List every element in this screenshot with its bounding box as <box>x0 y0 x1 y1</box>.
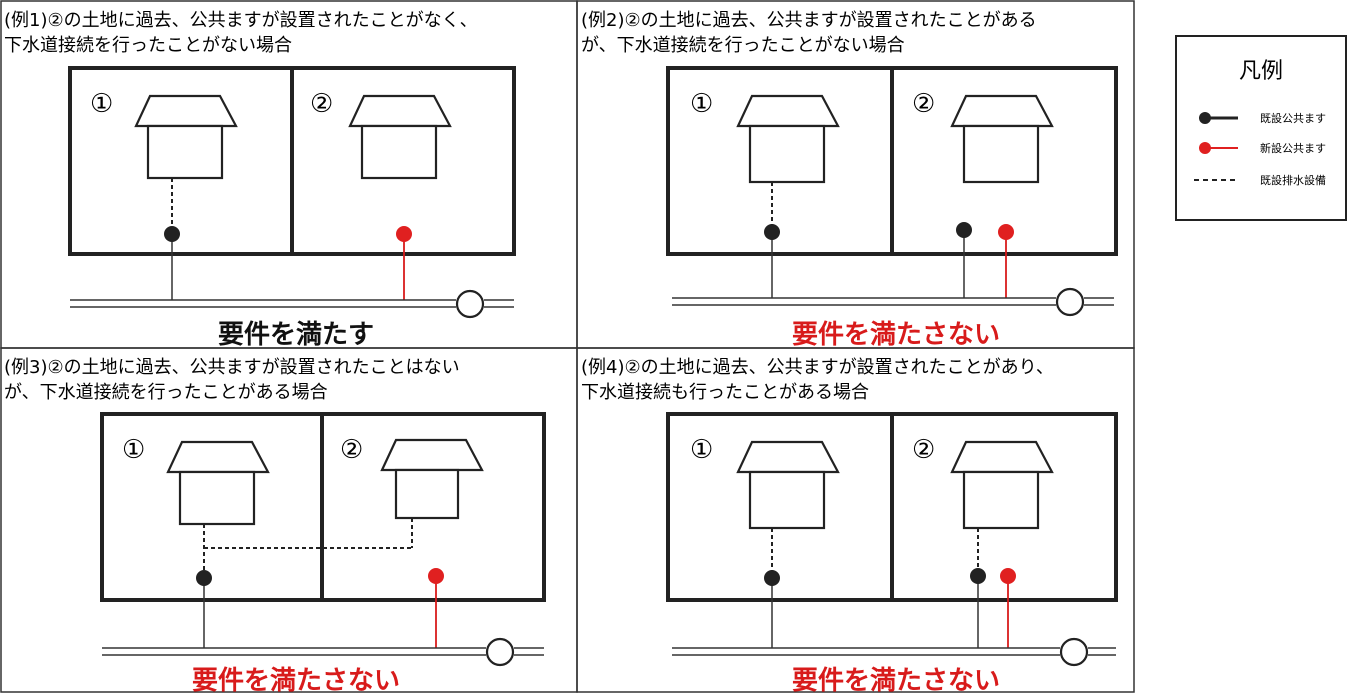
panel-title-line1: (例4)②の土地に過去、公共ますが設置されたことがあり、 <box>581 357 1054 378</box>
result-label: 要件を満たさない <box>192 666 400 693</box>
panel-title-line2: 下水道接続も行ったことがある場合 <box>581 382 869 403</box>
legend-box: 凡例 既設公共ます 新設公共ます 既設排水設備 <box>1175 35 1347 221</box>
lot-2-label: ② <box>310 89 333 119</box>
house-lot-2-icon <box>348 94 452 180</box>
legend-item-drain: 既設排水設備 <box>1194 173 1326 187</box>
panel-example-2: (例2)②の土地に過去、公共ますが設置されたことがある が、下水道接続を行ったこ… <box>576 0 1135 350</box>
house-lot-1-icon <box>736 94 840 184</box>
result-label: 要件を満たさない <box>792 320 1000 350</box>
sewer-main-line <box>672 287 1114 317</box>
house-lot-2-icon <box>380 438 484 520</box>
sewer-main-line <box>70 289 514 319</box>
result-label: 要件を満たさない <box>792 666 1000 693</box>
existing-catch-basin-icon <box>164 226 180 242</box>
house-lot-1-icon <box>166 440 270 526</box>
sewer-main-line <box>672 637 1116 667</box>
panel-title-line2: が、下水道接続を行ったことがある場合 <box>4 382 328 403</box>
lot-1-label: ① <box>122 435 145 465</box>
legend-label: 新設公共ます <box>1260 141 1326 155</box>
existing-catch-basin-icon <box>196 570 212 586</box>
house-lot-2-icon <box>950 94 1054 184</box>
legend-frame <box>1175 35 1347 221</box>
panel-title-line1: (例3)②の土地に過去、公共ますが設置されたことはない <box>4 357 460 378</box>
panel-example-1: (例1)②の土地に過去、公共ますが設置されたことがなく、 下水道接続を行ったこと… <box>0 0 578 350</box>
house-lot-1-icon <box>736 440 840 530</box>
panel-title-line2: が、下水道接続を行ったことがない場合 <box>581 35 905 56</box>
panel-title-line1: (例1)②の土地に過去、公共ますが設置されたことがなく、 <box>4 10 478 31</box>
new-catch-basin-icon <box>1000 568 1016 584</box>
lot-2 <box>890 66 1118 256</box>
lot-2-label: ② <box>912 89 935 119</box>
lot-1-label: ① <box>90 89 113 119</box>
panel-example-3: (例3)②の土地に過去、公共ますが設置されたことはない が、下水道接続を行ったこ… <box>0 347 578 696</box>
legend-label: 既設公共ます <box>1260 111 1326 125</box>
panel-title-line1: (例2)②の土地に過去、公共ますが設置されたことがある <box>581 10 1037 31</box>
new-catch-basin-icon <box>396 226 412 242</box>
panel-title-line2: 下水道接続を行ったことがない場合 <box>4 35 292 56</box>
legend-item-new: 新設公共ます <box>1199 141 1326 155</box>
house-lot-2-icon <box>950 440 1054 530</box>
lot-1-label: ① <box>690 435 713 465</box>
legend-title: 凡例 <box>1239 59 1283 84</box>
legend-label: 既設排水設備 <box>1260 173 1326 187</box>
lot-2 <box>290 66 516 256</box>
result-label: 要件を満たす <box>218 320 374 350</box>
manhole-icon <box>1059 637 1089 667</box>
lot-2-label: ② <box>912 435 935 465</box>
existing-drain-line <box>203 518 413 578</box>
lot-2 <box>320 412 546 602</box>
sewer-main-line <box>102 637 544 667</box>
manhole-icon <box>1055 287 1085 317</box>
existing-catch-basin-icon <box>970 568 986 584</box>
existing-catch-basin-icon <box>956 222 972 238</box>
existing-catch-basin-icon <box>764 224 780 240</box>
lot-2 <box>890 412 1118 602</box>
lot-2-label: ② <box>340 435 363 465</box>
new-catch-basin-icon <box>428 568 444 584</box>
legend-item-existing: 既設公共ます <box>1199 111 1326 125</box>
existing-catch-basin-icon <box>764 570 780 586</box>
panel-example-4: (例4)②の土地に過去、公共ますが設置されたことがあり、 下水道接続も行ったこと… <box>576 347 1135 696</box>
house-lot-1-icon <box>134 94 238 180</box>
new-catch-basin-icon <box>998 224 1014 240</box>
manhole-icon <box>485 637 515 667</box>
lot-1-label: ① <box>690 89 713 119</box>
panel-frame <box>576 347 1135 693</box>
manhole-icon <box>455 289 485 319</box>
